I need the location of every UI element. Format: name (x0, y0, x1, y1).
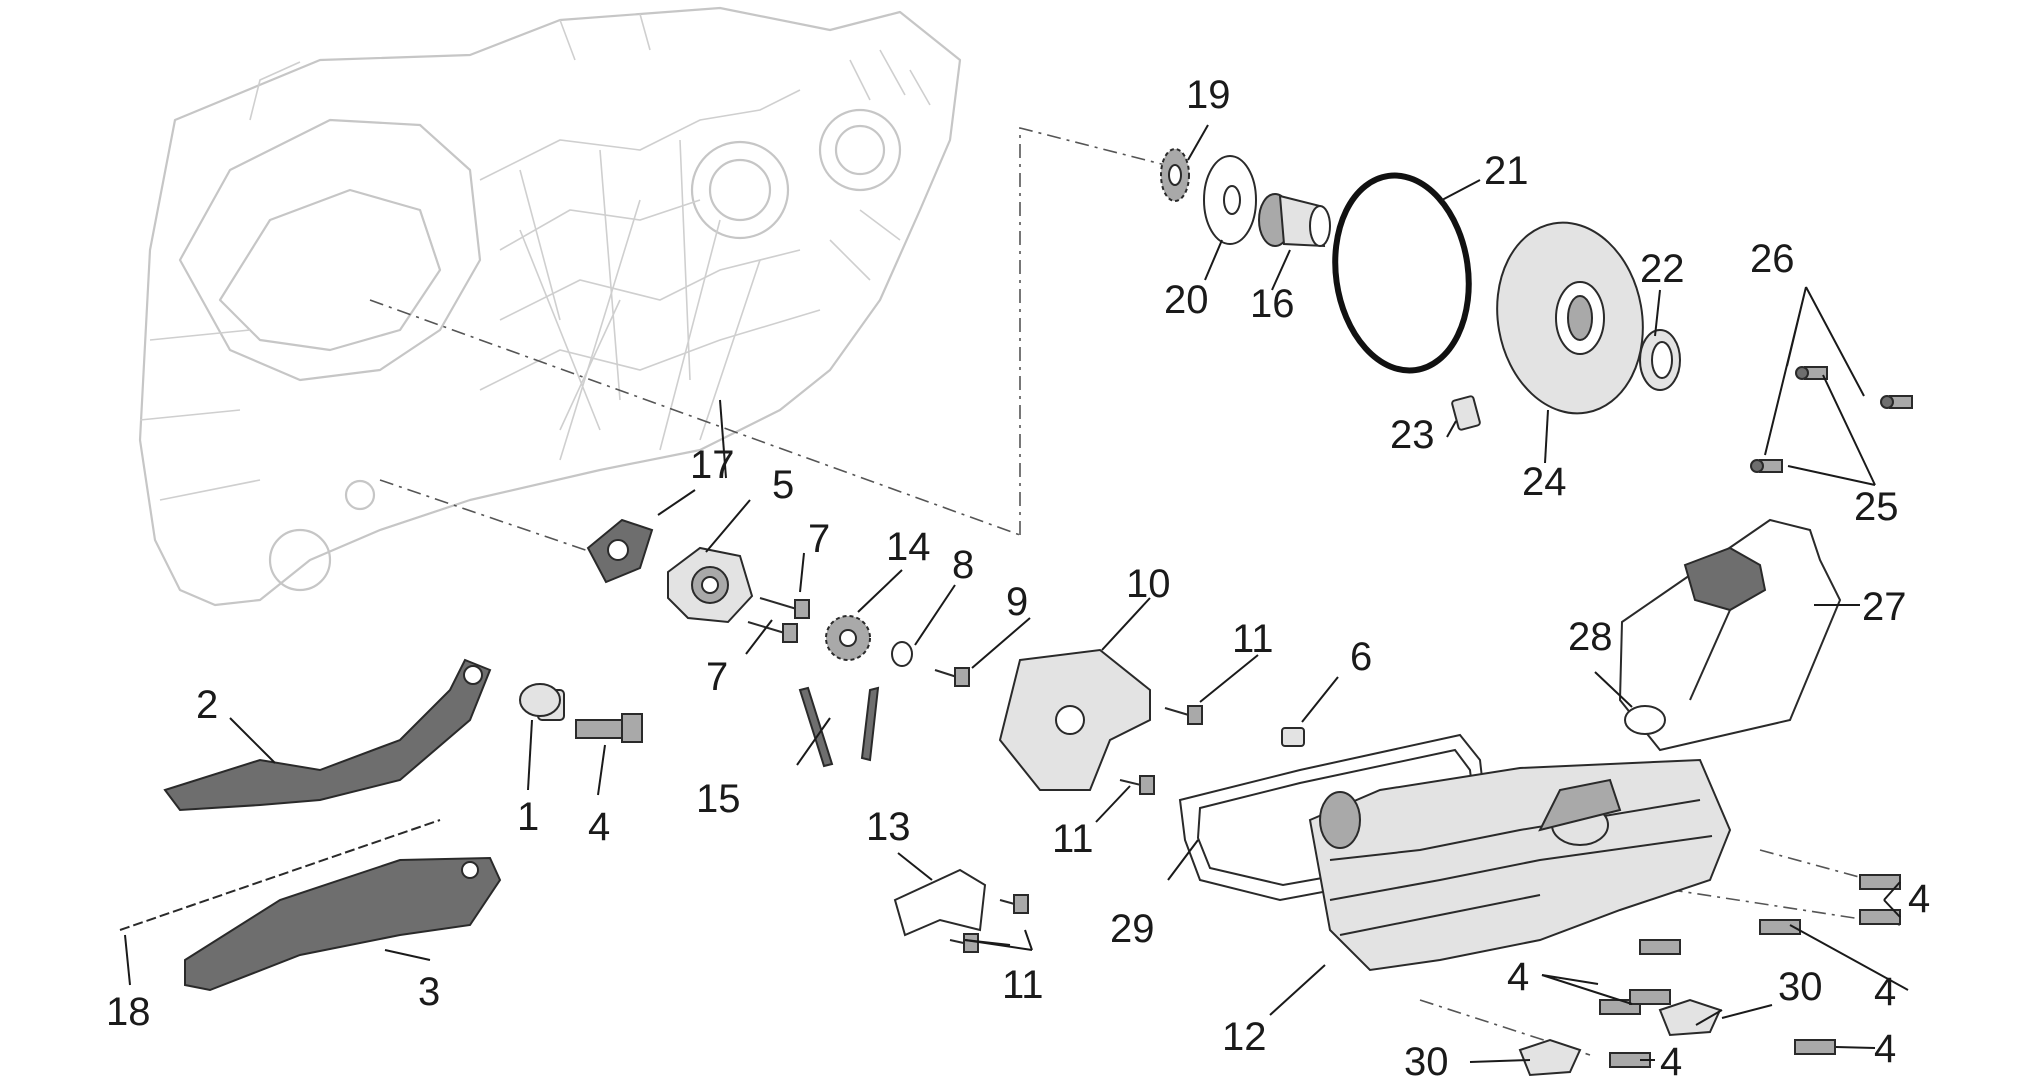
callout-5: 5 (772, 463, 794, 507)
part-16-bushing (1258, 193, 1331, 248)
callout-4d: 4 (1874, 970, 1896, 1014)
callout-3: 3 (418, 970, 440, 1014)
callout-4a: 4 (588, 805, 610, 849)
callout-30b: 30 (1404, 1040, 1449, 1079)
part-30-clips (1518, 998, 1722, 1077)
callout-26: 26 (1750, 237, 1795, 281)
part-23-key (1451, 395, 1481, 431)
part-24-pump-cover (1496, 221, 1644, 415)
callout-29: 29 (1110, 907, 1155, 951)
crankcase-outline (138, 6, 962, 607)
callout-2: 2 (196, 683, 218, 727)
part-17-gasket (586, 518, 654, 584)
part-5-oil-pump (667, 546, 754, 624)
callouts: 1 2 3 4 4 4 4 4 4 5 6 7 7 8 9 10 11 11 1… (106, 73, 1930, 1079)
part-12-sump-cover (1308, 758, 1732, 972)
callout-27: 27 (1862, 585, 1907, 629)
callout-13: 13 (866, 805, 911, 849)
callout-12: 12 (1222, 1015, 1267, 1059)
callout-17: 17 (690, 443, 735, 487)
part-8-washer (891, 641, 913, 667)
callout-4b: 4 (1908, 877, 1930, 921)
callout-11a: 11 (1232, 617, 1274, 661)
part-15-chain (798, 686, 880, 768)
leader-lines (124, 124, 1909, 1063)
part-2-chain-guide (163, 658, 492, 812)
callout-1: 1 (517, 795, 539, 839)
callout-8: 8 (952, 543, 974, 587)
part-21-o-ring (1332, 172, 1472, 374)
part-19-gear (1160, 148, 1190, 202)
callout-20: 20 (1164, 278, 1209, 322)
callout-7b: 7 (706, 655, 728, 699)
part-7-screws (747, 597, 810, 643)
callout-6: 6 (1350, 635, 1372, 679)
callout-15: 15 (696, 777, 741, 821)
part-20-washer (1203, 155, 1257, 245)
part-6-plug (1281, 727, 1305, 747)
callout-25: 25 (1854, 485, 1899, 529)
part-22-seal (1639, 329, 1681, 391)
callout-16: 16 (1250, 282, 1295, 326)
callout-9: 9 (1006, 580, 1028, 624)
callout-4e: 4 (1874, 1027, 1896, 1071)
part-18-timing-chain (119, 819, 441, 931)
callout-10: 10 (1126, 562, 1171, 606)
part-10-cover (998, 648, 1151, 791)
callout-19: 19 (1186, 73, 1231, 117)
part-27-dipstick (1618, 518, 1842, 752)
callout-4f: 4 (1660, 1040, 1682, 1079)
callout-24: 24 (1522, 460, 1567, 504)
callout-21: 21 (1484, 149, 1529, 193)
callout-30a: 30 (1778, 965, 1823, 1009)
callout-14: 14 (886, 525, 931, 569)
part-14-sprocket (825, 615, 871, 661)
callout-7a: 7 (808, 517, 830, 561)
callout-18: 18 (106, 990, 151, 1034)
callout-11b: 11 (1052, 817, 1094, 861)
part-9-screw (934, 667, 970, 687)
part-25-26-screws (1750, 366, 1913, 473)
callout-23: 23 (1390, 413, 1435, 457)
part-11-screws (949, 705, 1203, 953)
callout-28: 28 (1568, 615, 1613, 659)
callout-4c: 4 (1507, 955, 1529, 999)
part-3-tensioner-slide (184, 856, 502, 992)
part-1-bushing (519, 683, 561, 717)
callout-11c: 11 (1002, 963, 1044, 1007)
part-13-bracket (893, 868, 987, 937)
callout-22: 22 (1640, 247, 1685, 291)
